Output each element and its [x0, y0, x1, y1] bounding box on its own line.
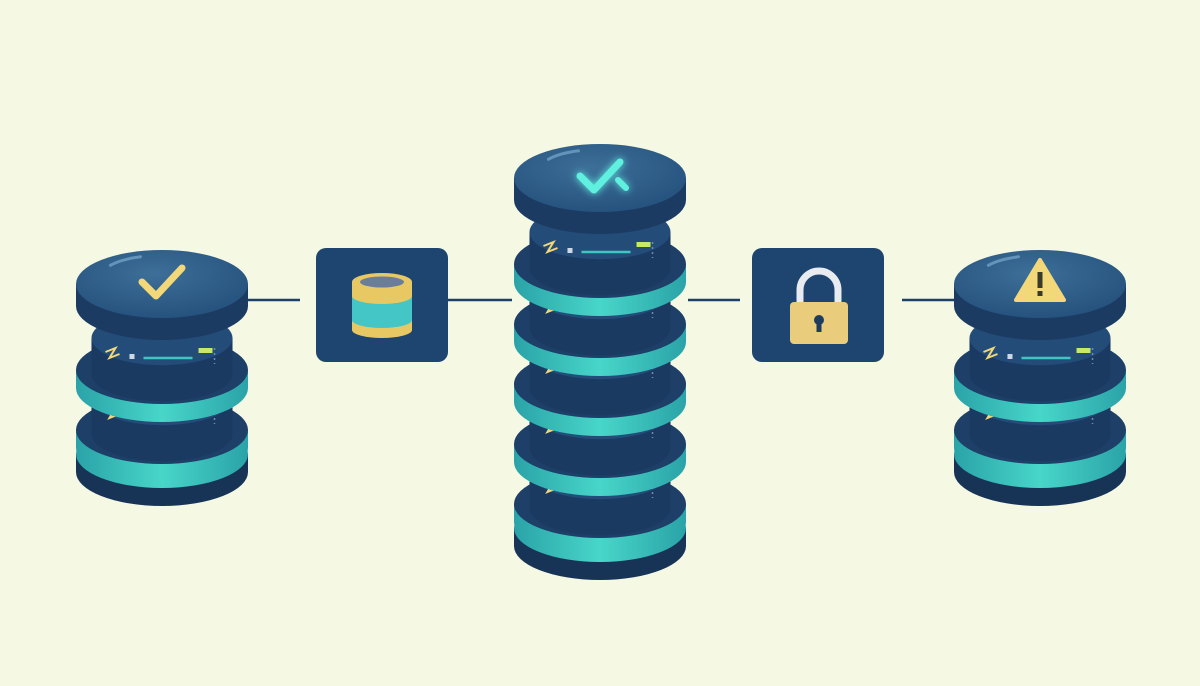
server-indicator	[636, 242, 651, 247]
lock-card	[752, 248, 884, 362]
server-status-led	[1007, 354, 1013, 359]
disk-highlight	[986, 255, 1020, 267]
disk-highlight	[108, 255, 142, 267]
checkmark-icon	[576, 158, 629, 194]
server-indicator	[198, 348, 213, 353]
server-status-led	[129, 354, 135, 359]
server-zigzag-mark	[983, 345, 998, 361]
center-server-stack	[514, 144, 686, 580]
server-unit	[514, 204, 686, 316]
database-card	[316, 248, 448, 362]
disk-highlight	[546, 149, 580, 161]
server-zigzag-mark	[105, 345, 120, 361]
stack-top-disk	[954, 250, 1126, 340]
padlock-icon	[790, 267, 848, 344]
warning-icon	[1014, 258, 1066, 302]
server-status-led	[567, 248, 573, 253]
stack-top-disk	[514, 144, 686, 234]
checkmark-icon	[138, 264, 186, 300]
right-server-stack	[954, 250, 1126, 506]
stack-top-disk	[76, 250, 248, 340]
database-icon	[352, 273, 412, 338]
server-indicator	[1076, 348, 1091, 353]
server-zigzag-mark	[543, 239, 558, 255]
left-server-stack	[76, 250, 248, 506]
